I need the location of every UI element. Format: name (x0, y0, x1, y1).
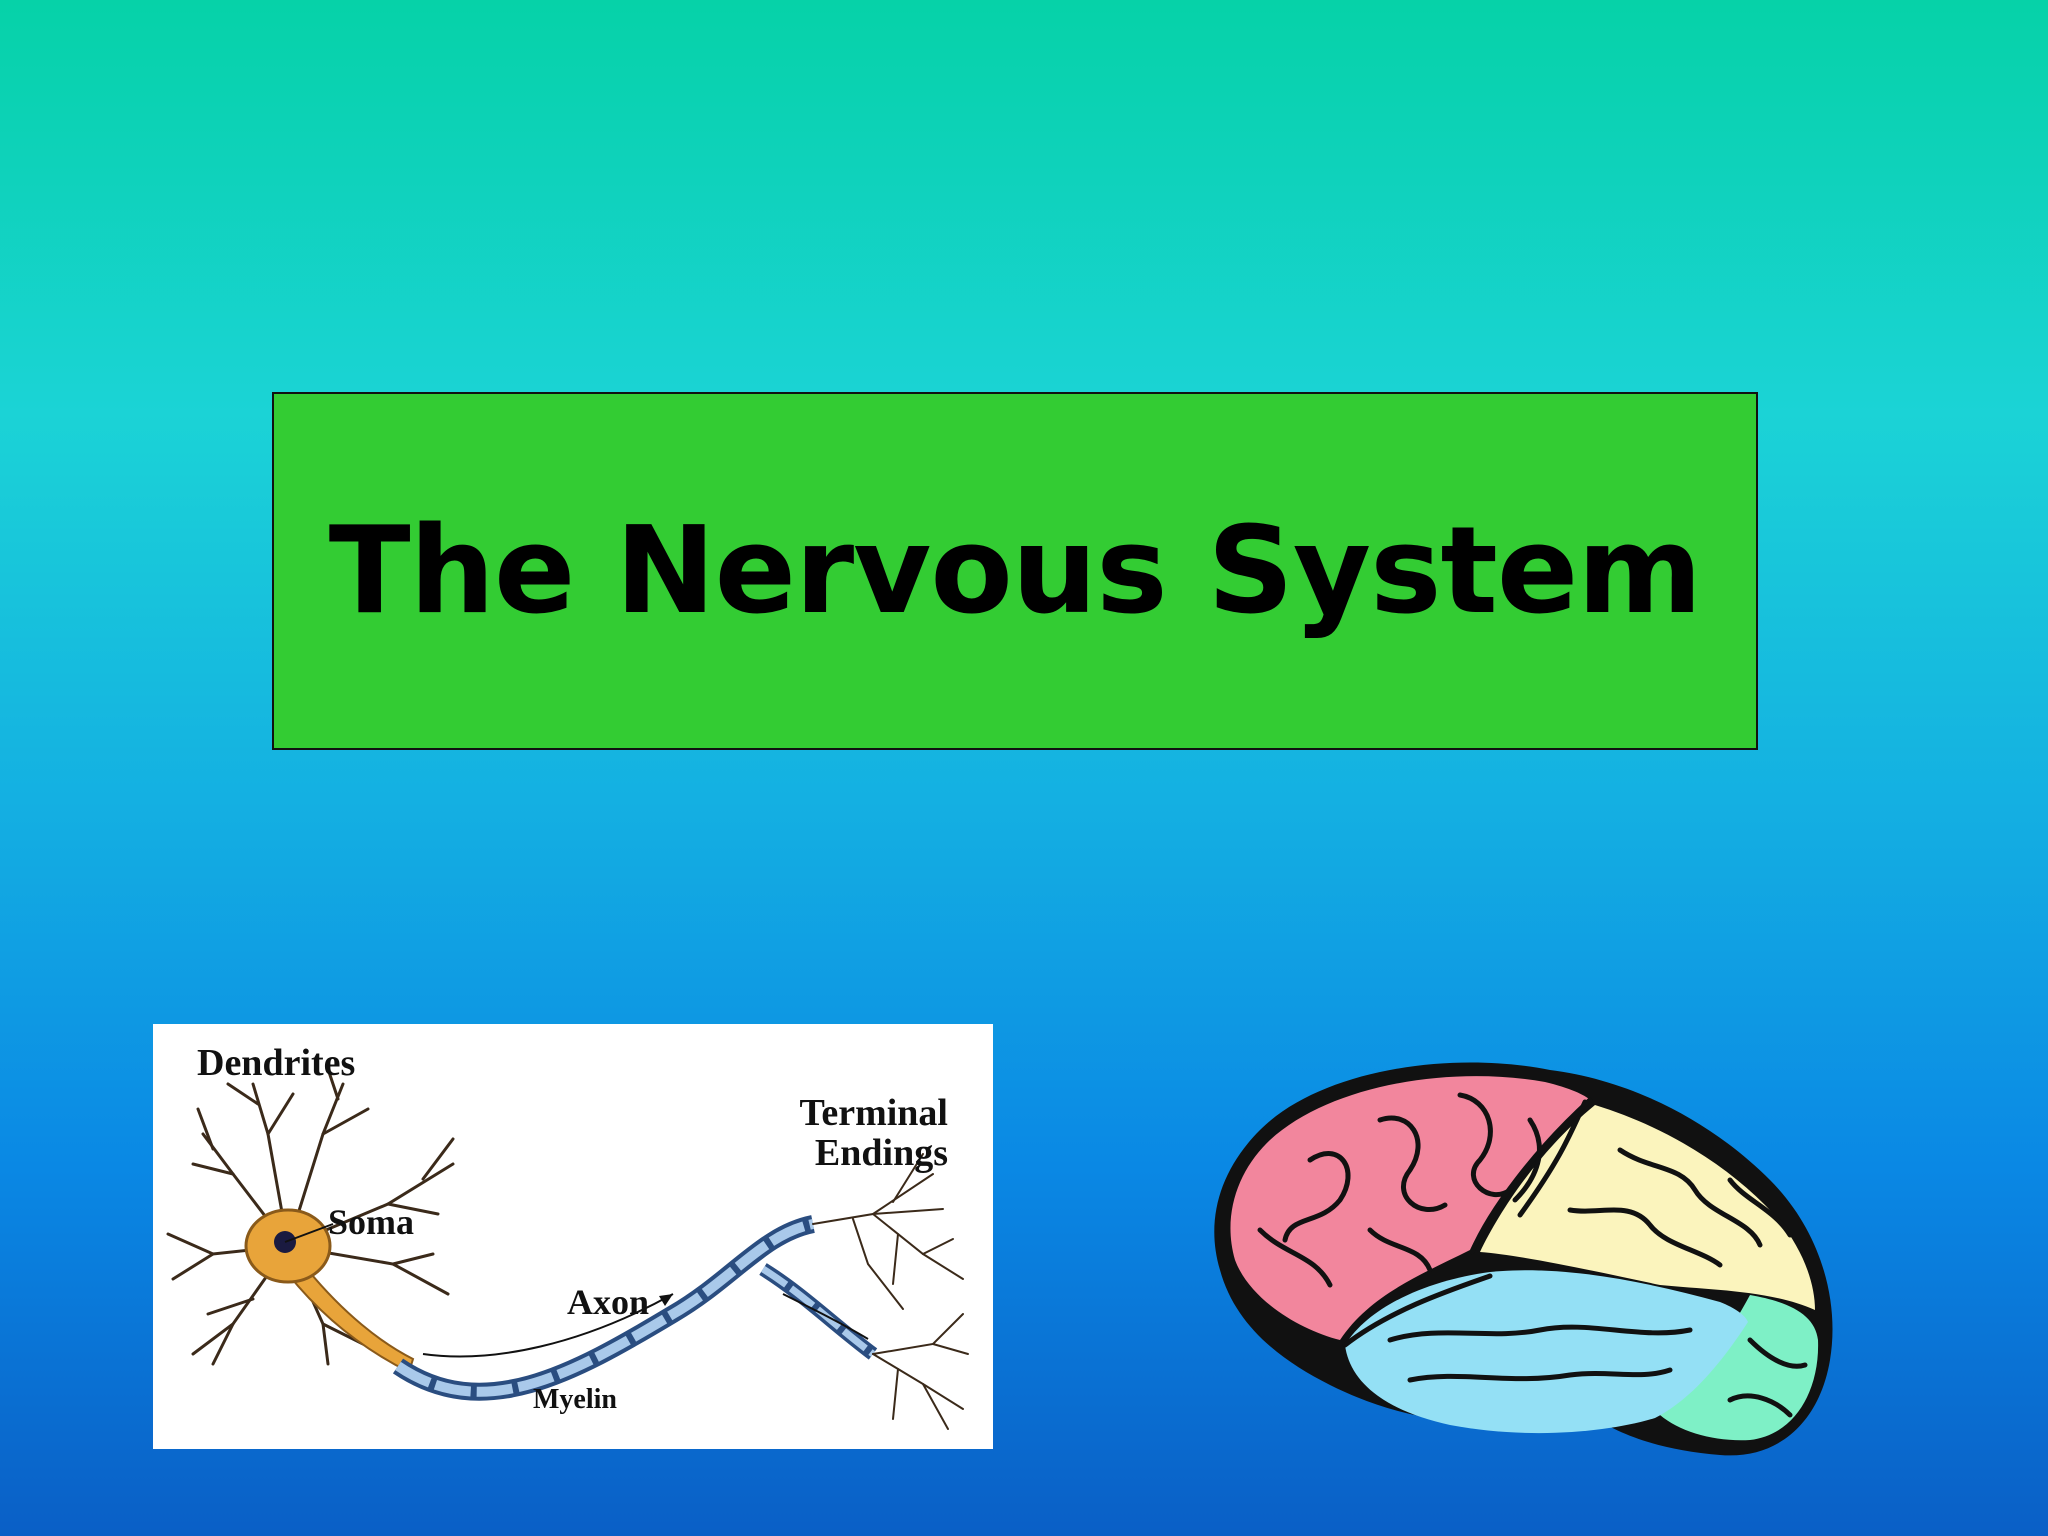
myelin-sheath (395, 1219, 815, 1397)
title-box: The Nervous System (272, 392, 1758, 750)
temporal-lobe (1345, 1270, 1748, 1434)
slide-title: The Nervous System (328, 501, 1703, 641)
brain-illustration (1214, 1062, 1833, 1456)
neuron-diagram: Dendrites Soma Axon Myelin Terminal Endi… (153, 1024, 993, 1449)
label-terminal: Terminal (799, 1092, 949, 1134)
dendrites-branches (166, 1067, 455, 1366)
label-myelin: Myelin (533, 1384, 617, 1415)
collateral-myelin (761, 1266, 876, 1357)
terminal-endings-top (812, 1153, 964, 1310)
label-endings: Endings (814, 1132, 948, 1174)
label-soma: Soma (328, 1202, 415, 1242)
parietal-lobe (1480, 1105, 1815, 1310)
soma-pointer (284, 1223, 334, 1243)
brain-gyri (1257, 1092, 1808, 1418)
terminal-endings-bottom (872, 1313, 969, 1430)
signal-arrow (422, 1293, 674, 1358)
neuron-illustration (166, 1067, 969, 1430)
axon-hillock (286, 1262, 415, 1374)
signal-arrowhead (659, 1294, 673, 1306)
label-dendrites: Dendrites (197, 1042, 356, 1084)
label-axon: Axon (567, 1282, 650, 1322)
collateral-arrow (782, 1293, 869, 1340)
